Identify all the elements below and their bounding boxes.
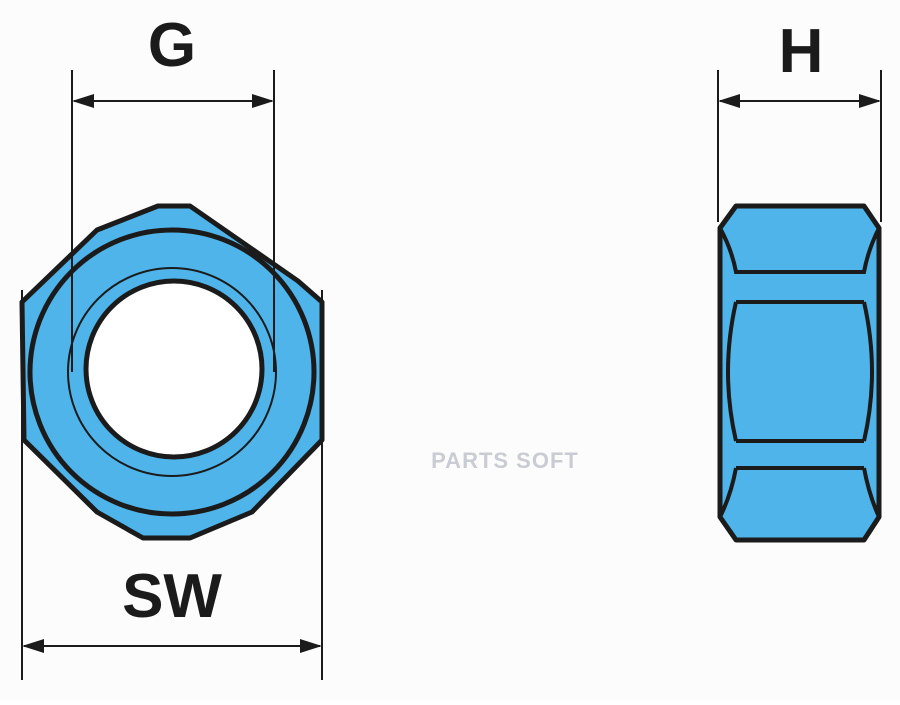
- side-lower-chamfer: [718, 467, 881, 518]
- height-dimension: H: [717, 17, 882, 222]
- nut-front-view: [19, 203, 325, 541]
- watermark-text: PARTS SOFT: [431, 448, 579, 473]
- height-dimension-label: H: [779, 17, 824, 86]
- wrench-size-label: SW: [122, 562, 222, 631]
- wrench-size-dimension: SW: [21, 290, 323, 680]
- thread-ring: [67, 267, 277, 477]
- nut-side-view: [717, 203, 882, 543]
- thread-dimension: G: [71, 11, 275, 372]
- side-body-outline: [717, 203, 882, 543]
- bore-hole: [83, 278, 265, 460]
- thread-dimension-label: G: [148, 11, 196, 80]
- side-middle-flat: [726, 301, 874, 442]
